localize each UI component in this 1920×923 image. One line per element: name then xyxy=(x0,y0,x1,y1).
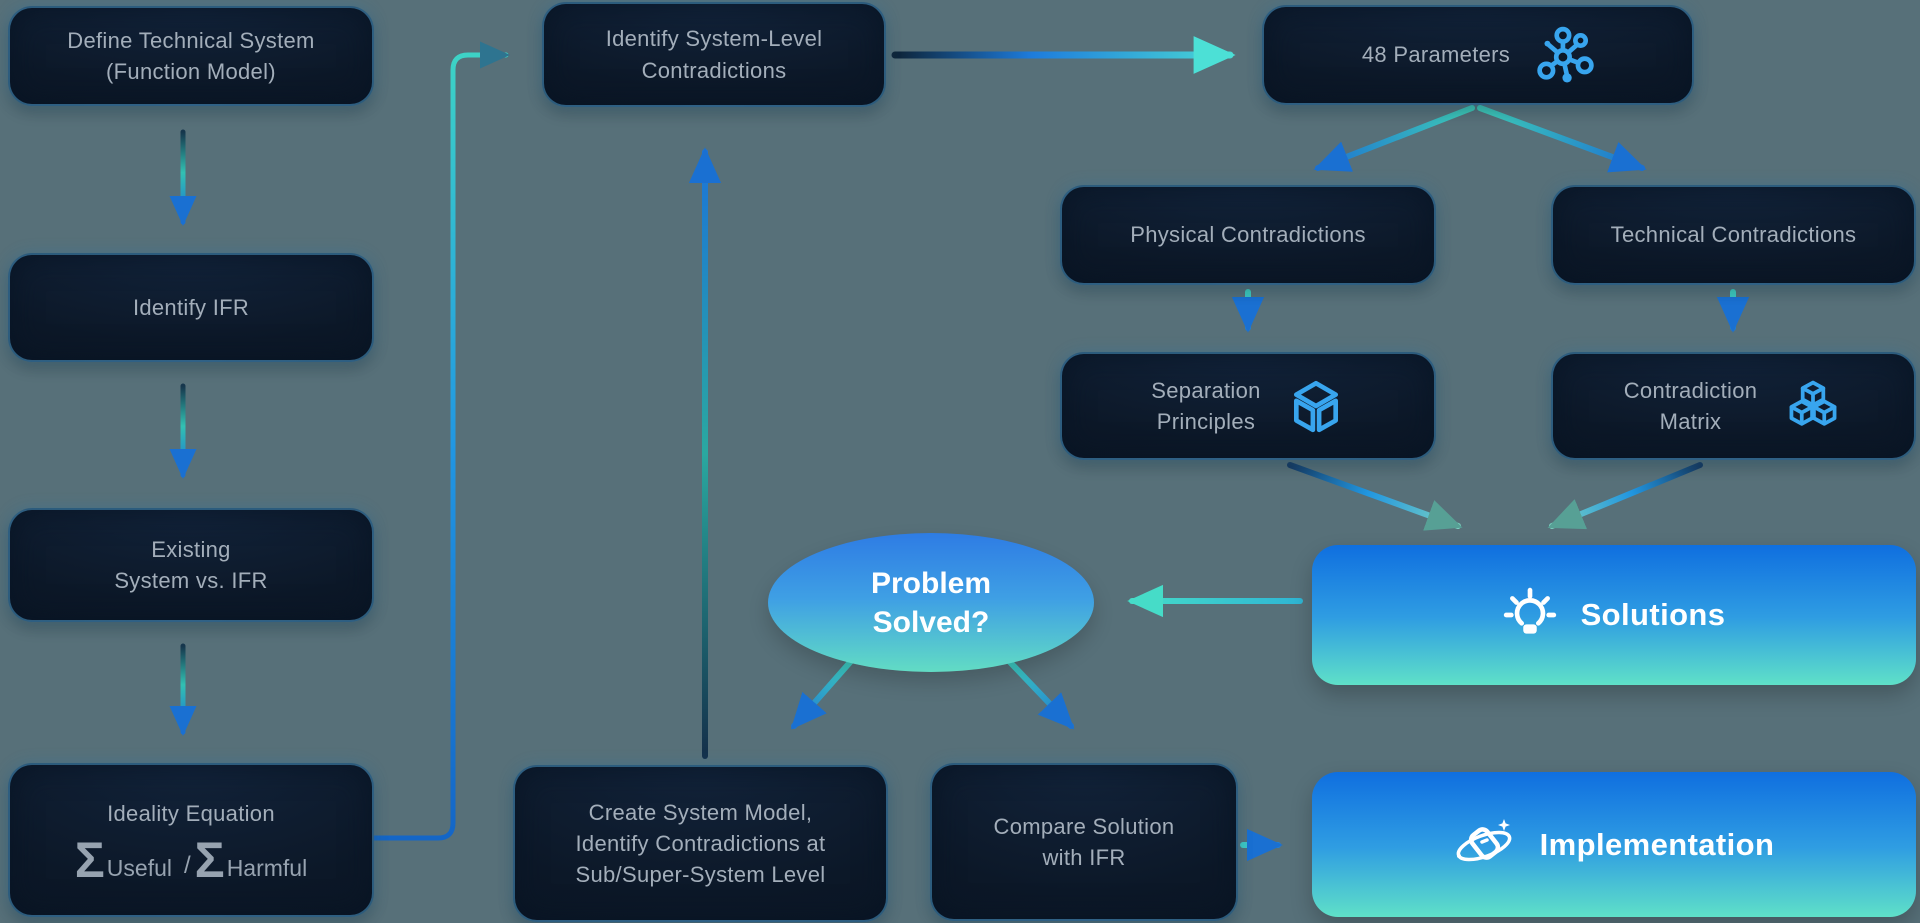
node-label: Existing System vs. IFR xyxy=(114,534,267,596)
label-line: Physical Contradictions xyxy=(1130,222,1366,248)
node-label: Separation Principles xyxy=(1151,375,1260,437)
node-label: Implementation xyxy=(1539,826,1775,862)
node-identify-ifr: Identify IFR xyxy=(8,253,374,362)
network-hub-icon xyxy=(1537,26,1594,83)
arrow-48-parameters-to-technical xyxy=(1477,105,1647,173)
node-label: Create System Model, Identify Contradict… xyxy=(576,797,826,891)
node-label: Technical Contradictions xyxy=(1611,219,1857,250)
lightbulb-icon xyxy=(1503,587,1556,634)
label-line: Solved? xyxy=(872,605,990,639)
harmful-subscript: Harmful xyxy=(226,854,308,881)
label-line: System vs. IFR xyxy=(114,568,268,593)
label-line: Create System Model, xyxy=(588,799,813,825)
label-line: Principles xyxy=(1156,409,1256,434)
label-line: Identify IFR xyxy=(132,294,250,320)
node-separation-principles: Separation Principles xyxy=(1060,352,1436,460)
ideality-formula: Σ Useful / Σ Harmful xyxy=(74,832,308,889)
node-label: Compare Solution with IFR xyxy=(994,811,1175,873)
label-line: Ideality Equation xyxy=(107,801,275,827)
label-line: Identify System-Level xyxy=(605,26,823,52)
sigma-symbol: Σ xyxy=(74,832,105,889)
label-line: Define Technical System xyxy=(67,27,315,53)
node-ideality-equation: Ideality Equation Σ Useful / Σ Harmful xyxy=(8,763,374,917)
node-48-parameters: 48 Parameters xyxy=(1262,5,1694,105)
node-solutions: Solutions xyxy=(1312,545,1916,685)
arrow-ideality-to-system-level-elbow xyxy=(367,41,511,841)
label-line: (Function Model) xyxy=(106,59,276,84)
node-label: Identify IFR xyxy=(133,292,249,323)
label-line: Matrix xyxy=(1659,409,1722,434)
node-create-system-model: Create System Model, Identify Contradict… xyxy=(513,765,888,922)
node-identify-system-level-contradictions: Identify System-Level Contradictions xyxy=(542,2,886,107)
label-line: Problem xyxy=(870,566,992,600)
label-line: Contradiction xyxy=(1623,377,1758,403)
node-label: Physical Contradictions xyxy=(1130,219,1366,250)
stacked-cubes-icon xyxy=(1789,380,1837,426)
node-label: Define Technical System (Function Model) xyxy=(67,25,314,87)
arrow-problem-solved-to-create-model xyxy=(790,657,855,730)
node-compare-solution-with-ifr: Compare Solution with IFR xyxy=(930,763,1238,921)
node-contradiction-matrix: Contradiction Matrix xyxy=(1551,352,1916,460)
label-line: Sub/Super-System Level xyxy=(575,862,826,888)
node-implementation: Implementation xyxy=(1312,772,1916,917)
node-physical-contradictions: Physical Contradictions xyxy=(1060,185,1436,285)
node-label: 48 Parameters xyxy=(1362,39,1510,70)
node-label: Contradiction Matrix xyxy=(1624,375,1758,437)
arrow-48-parameters-to-physical xyxy=(1313,105,1475,172)
label-line: with IFR xyxy=(1042,845,1126,870)
node-technical-contradictions: Technical Contradictions xyxy=(1551,185,1916,285)
useful-subscript: Useful xyxy=(106,854,172,881)
arrow-matrix-to-solutions xyxy=(1547,462,1703,530)
arrow-problem-solved-to-compare xyxy=(1005,657,1075,730)
node-problem-solved-decision: Problem Solved? xyxy=(768,533,1094,672)
node-define-technical-system: Define Technical System (Function Model) xyxy=(8,6,374,106)
sigma-symbol: Σ xyxy=(194,832,225,889)
node-label: Identify System-Level Contradictions xyxy=(606,23,823,85)
label-line: Contradictions xyxy=(641,57,787,83)
divide-operator: / xyxy=(184,851,191,879)
label-line: Compare Solution xyxy=(993,813,1175,839)
label-line: Identify Contradictions at xyxy=(575,830,826,856)
node-existing-system-vs-ifr: Existing System vs. IFR xyxy=(8,508,374,622)
cube-icon xyxy=(1293,380,1338,433)
label-line: 48 Parameters xyxy=(1361,42,1511,68)
node-label: Solutions xyxy=(1580,597,1726,632)
label-line: Separation xyxy=(1151,377,1261,403)
rocket-orbit-icon xyxy=(1456,818,1512,861)
arrow-separation-to-solutions xyxy=(1287,462,1463,531)
label-line: Existing xyxy=(151,536,231,562)
node-label: Ideality Equation xyxy=(107,798,275,829)
label-line: Technical Contradictions xyxy=(1610,222,1857,248)
